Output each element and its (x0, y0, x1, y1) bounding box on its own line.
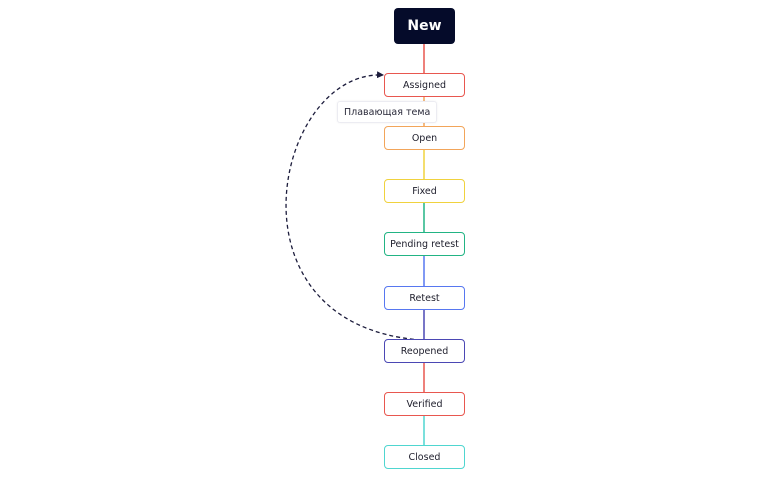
topic-reopened[interactable]: Reopened (384, 339, 465, 363)
topic-pending-retest[interactable]: Pending retest (384, 232, 465, 256)
topic-open[interactable]: Open (384, 126, 465, 150)
topic-retest[interactable]: Retest (384, 286, 465, 310)
floating-topic[interactable]: Плавающая тема (337, 101, 438, 123)
root-topic-new[interactable]: New (394, 8, 455, 44)
topic-fixed[interactable]: Fixed (384, 179, 465, 203)
topic-closed[interactable]: Closed (384, 445, 465, 469)
relationship-arrow-reopened-to-assigned[interactable] (285, 71, 422, 341)
topic-verified[interactable]: Verified (384, 392, 465, 416)
topic-assigned[interactable]: Assigned (384, 73, 465, 97)
